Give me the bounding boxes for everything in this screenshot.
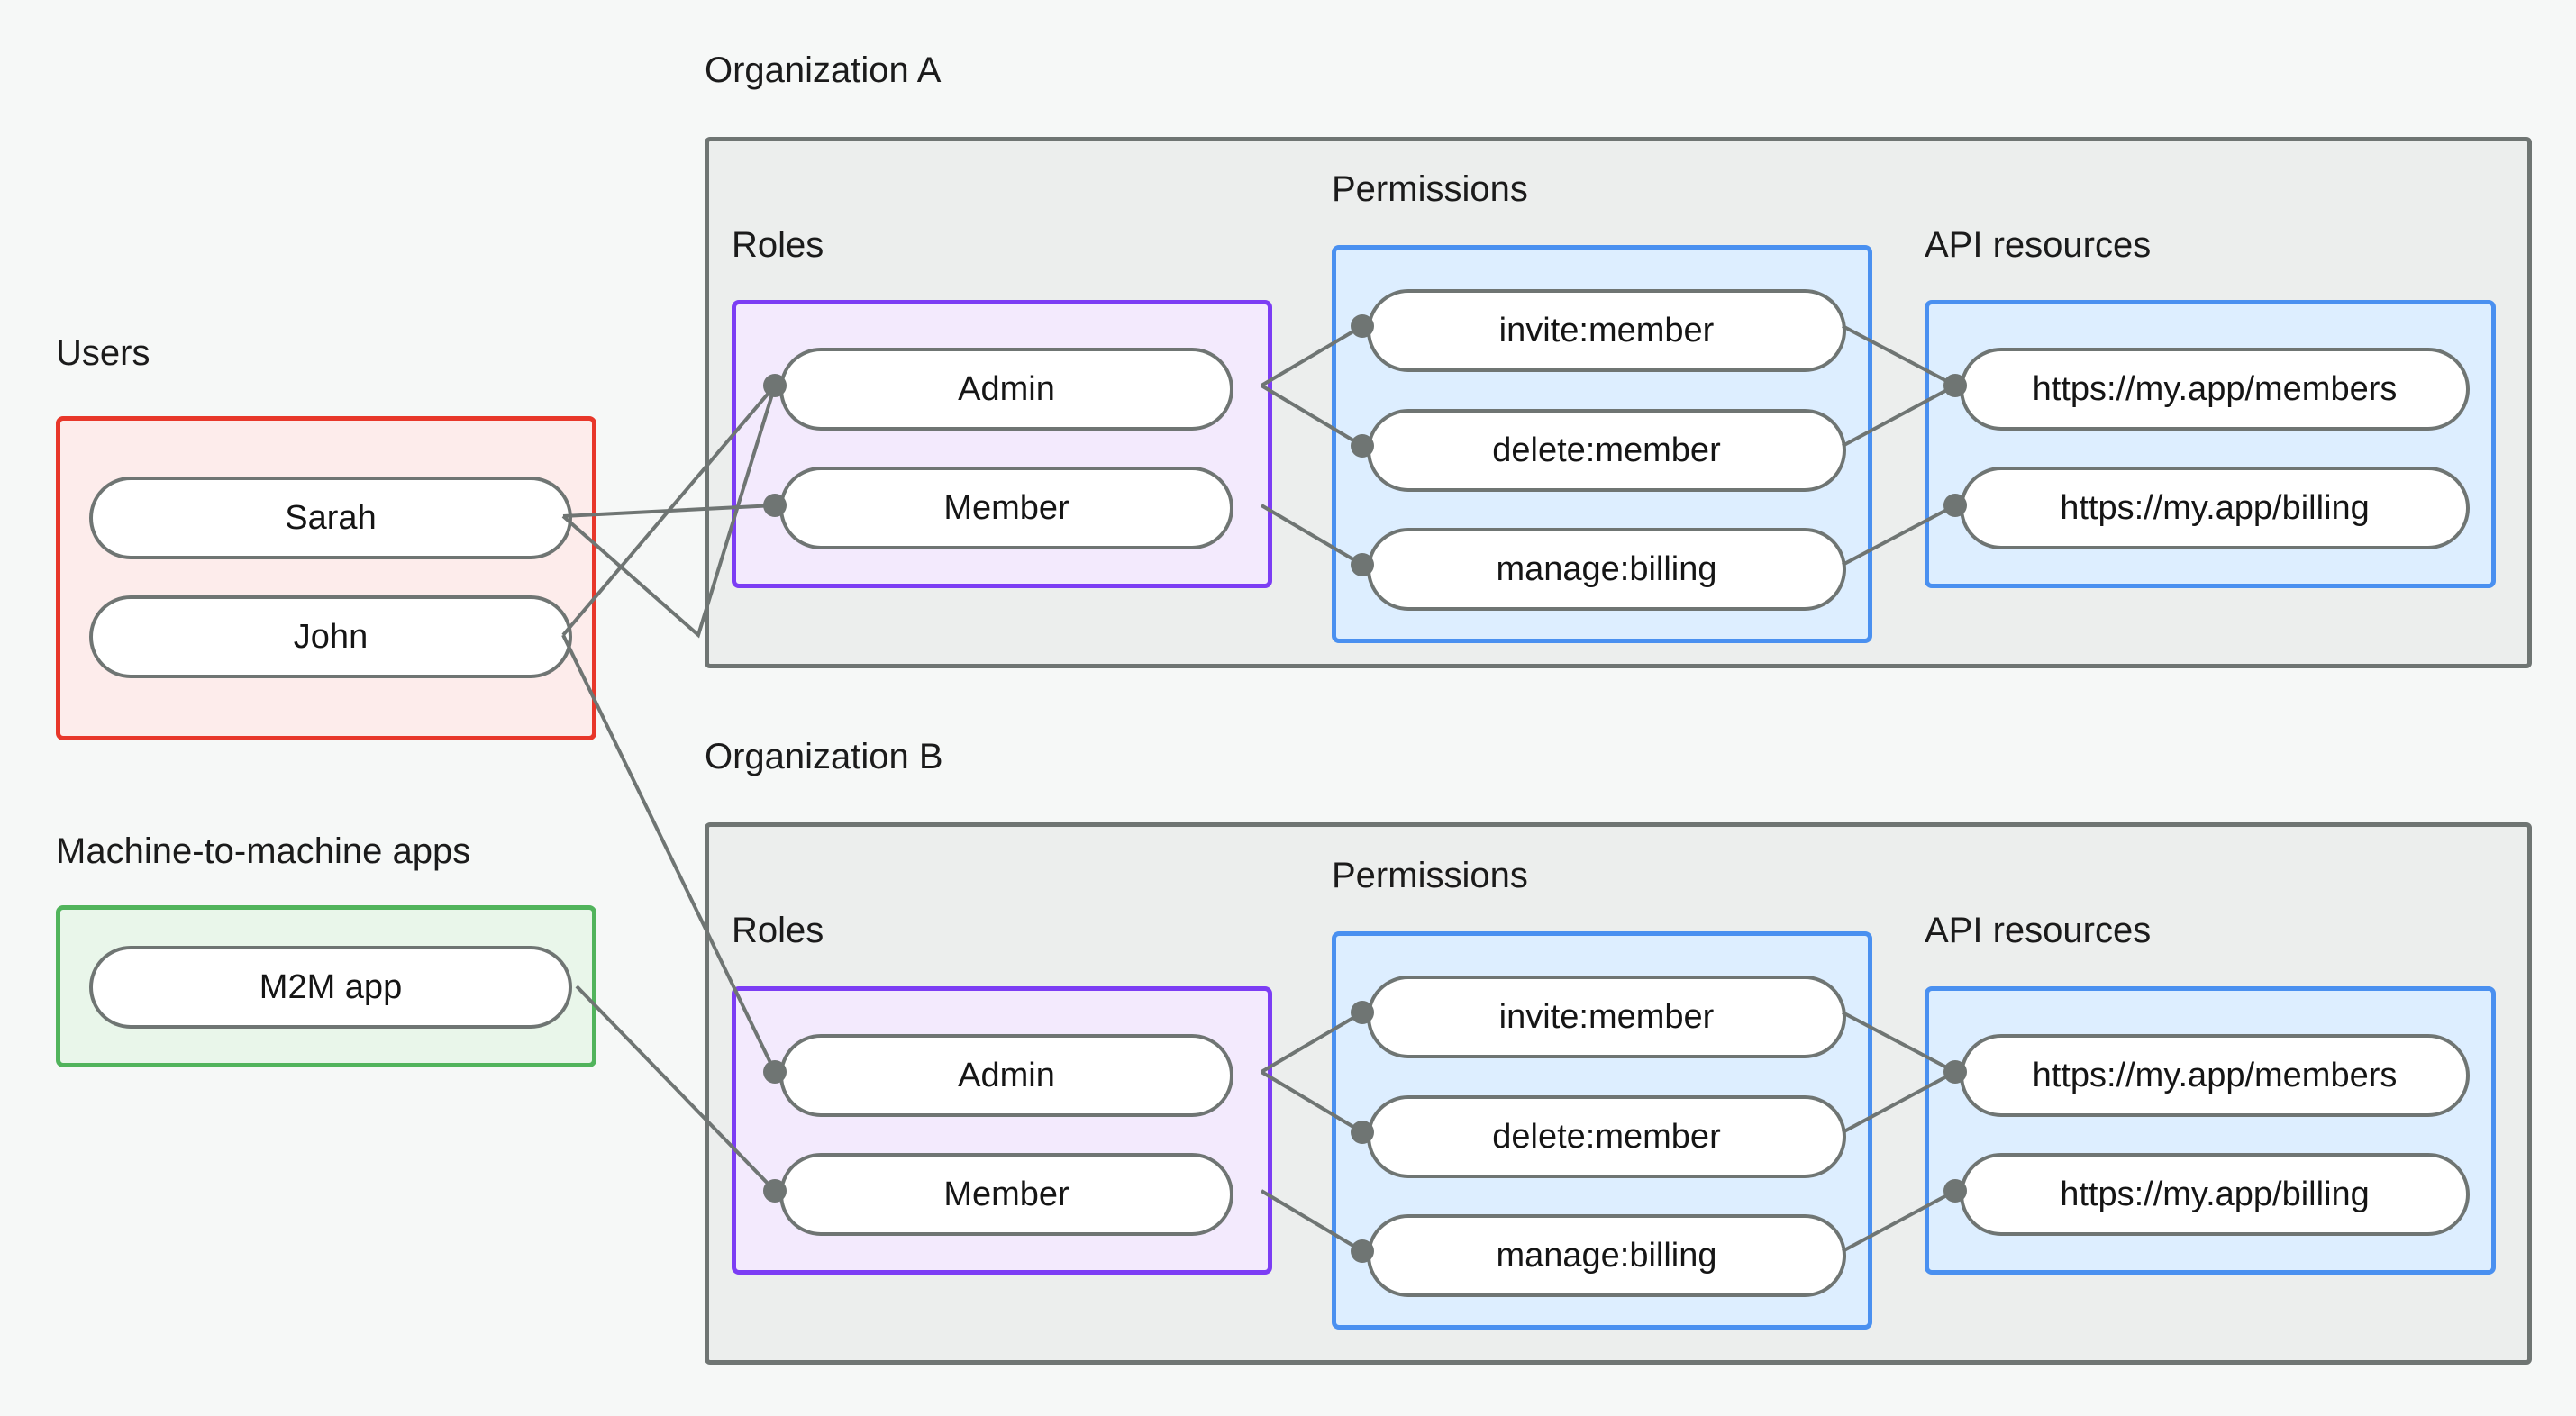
org-b-permissions-caption: Permissions bbox=[1332, 856, 1528, 895]
org-a-role-admin[interactable]: Admin bbox=[779, 348, 1233, 431]
m2m-node-app[interactable]: M2M app bbox=[89, 946, 572, 1029]
org-a-role-member[interactable]: Member bbox=[779, 467, 1233, 549]
m2m-caption: Machine-to-machine apps bbox=[56, 831, 471, 871]
org-b-api-group: https://my.app/members https://my.app/bi… bbox=[1925, 986, 2496, 1275]
org-b-roles-caption: Roles bbox=[732, 911, 824, 950]
org-b-api-members[interactable]: https://my.app/members bbox=[1960, 1034, 2470, 1117]
org-a-permission-invite-member[interactable]: invite:member bbox=[1367, 289, 1846, 372]
org-a-api-billing[interactable]: https://my.app/billing bbox=[1960, 467, 2470, 549]
org-b-permission-delete-member[interactable]: delete:member bbox=[1367, 1095, 1846, 1178]
org-a-api-members[interactable]: https://my.app/members bbox=[1960, 348, 2470, 431]
org-a-api-group: https://my.app/members https://my.app/bi… bbox=[1925, 300, 2496, 588]
org-a-roles-group: Admin Member bbox=[732, 300, 1272, 588]
org-b-role-member[interactable]: Member bbox=[779, 1153, 1233, 1236]
org-b-permission-invite-member[interactable]: invite:member bbox=[1367, 976, 1846, 1058]
org-a-permission-manage-billing[interactable]: manage:billing bbox=[1367, 528, 1846, 611]
user-node-john[interactable]: John bbox=[89, 595, 572, 678]
org-b-caption: Organization B bbox=[705, 737, 943, 776]
org-b-api-caption: API resources bbox=[1925, 911, 2152, 950]
org-b-permissions-group: invite:member delete:member manage:billi… bbox=[1332, 931, 1872, 1330]
org-a-permissions-caption: Permissions bbox=[1332, 169, 1528, 209]
users-caption: Users bbox=[56, 333, 150, 373]
org-b-roles-group: Admin Member bbox=[732, 986, 1272, 1275]
org-a-roles-caption: Roles bbox=[732, 225, 824, 265]
users-group: Sarah John bbox=[56, 416, 596, 740]
org-b-api-billing[interactable]: https://my.app/billing bbox=[1960, 1153, 2470, 1236]
org-b-role-admin[interactable]: Admin bbox=[779, 1034, 1233, 1117]
user-node-sarah[interactable]: Sarah bbox=[89, 477, 572, 559]
org-a-api-caption: API resources bbox=[1925, 225, 2152, 265]
org-a-caption: Organization A bbox=[705, 50, 942, 90]
m2m-group: M2M app bbox=[56, 905, 596, 1067]
org-b-permission-manage-billing[interactable]: manage:billing bbox=[1367, 1214, 1846, 1297]
org-a-permission-delete-member[interactable]: delete:member bbox=[1367, 409, 1846, 492]
org-a-permissions-group: invite:member delete:member manage:billi… bbox=[1332, 245, 1872, 643]
